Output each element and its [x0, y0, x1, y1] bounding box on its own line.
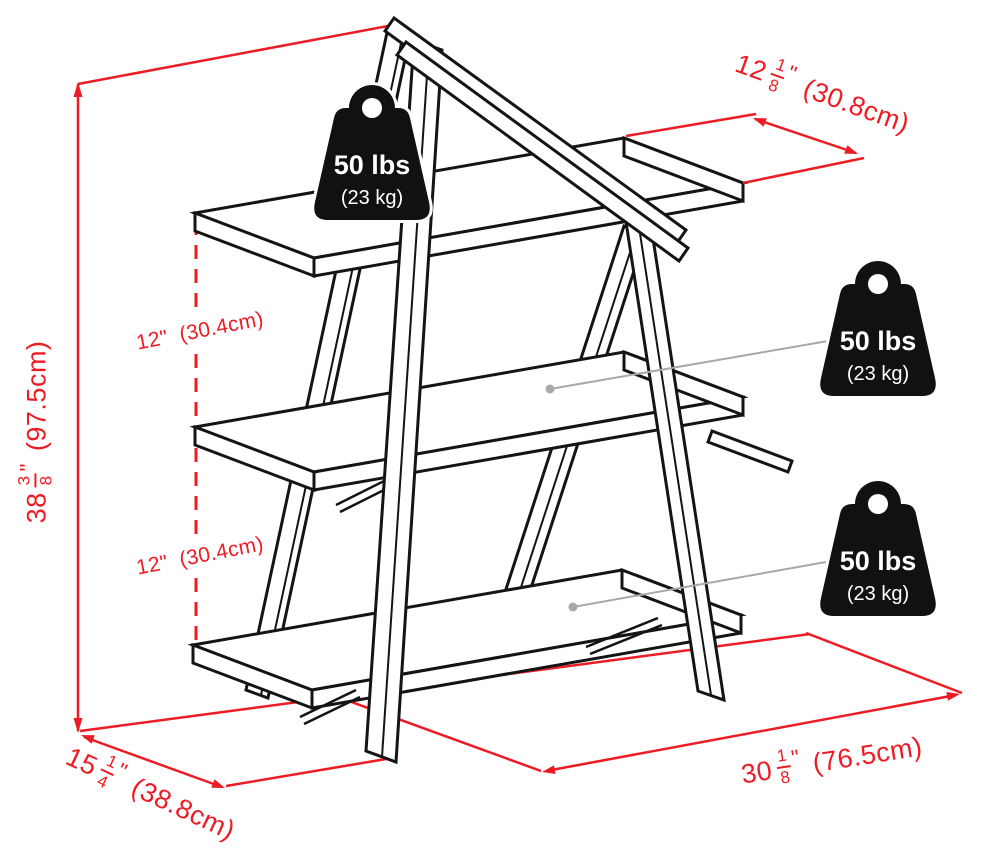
base-width-arrow-left	[542, 765, 556, 774]
weight-icon-shape	[311, 82, 433, 223]
height-arrow-up	[73, 82, 83, 97]
top-shelf-left-end	[193, 210, 316, 279]
base-width-arrow-right	[946, 692, 960, 701]
base-depth-dimension-line	[83, 735, 223, 789]
top-depth-dimension	[625, 112, 865, 185]
frame-braces	[299, 475, 663, 726]
base-depth-arrow-lower	[211, 779, 225, 788]
bottom-shelf-left-end	[191, 642, 314, 711]
weight-capacity-icon-3: 50 lbs (23 kg)	[817, 478, 939, 619]
top-depth-dimension-line	[754, 117, 857, 155]
top-depth-extension-front	[742, 156, 865, 185]
weight-icon-shape	[817, 258, 939, 399]
base-depth-dimension	[81, 735, 225, 789]
apex-beam	[382, 15, 691, 264]
left-brace-bottom	[299, 688, 361, 726]
base-width-dimension	[542, 692, 960, 774]
weight-metric: (23 kg)	[341, 187, 403, 209]
floor-right-edge-line	[805, 631, 963, 695]
weight-value: 50 lbs	[840, 326, 917, 356]
height-extension-line	[77, 24, 389, 86]
top-shelf-right-end	[622, 135, 745, 204]
height-metric: (97.5cm)	[21, 340, 52, 452]
weight-metric: (23 kg)	[847, 583, 909, 605]
base-depth-arrow-upper	[81, 735, 95, 744]
top-shelf	[189, 135, 749, 279]
weight-icon-hole	[868, 494, 888, 514]
right-brace-bottom	[585, 616, 663, 656]
leader-line-middle-shelf	[545, 340, 829, 394]
weight-value: 50 lbs	[334, 150, 411, 180]
height-arrow-down	[73, 718, 83, 733]
weight-icon-hole	[362, 98, 382, 118]
right-side-rail-middle	[706, 429, 794, 474]
height-whole: 38	[21, 492, 52, 524]
weight-icon-shape	[817, 478, 939, 619]
leader-dot-middle-shelf	[545, 384, 555, 394]
top-depth-extension-back	[625, 112, 757, 138]
floor-front-left-edge-line	[225, 756, 393, 788]
middle-shelf-left-end	[193, 424, 316, 493]
top-depth-arrow-left	[753, 118, 767, 127]
weight-value: 50 lbs	[840, 546, 917, 576]
weight-icon-hole	[868, 274, 888, 294]
top-depth-arrow-right	[844, 145, 858, 154]
base-width-dimension-line	[545, 693, 957, 773]
apex-beam-front-rail	[394, 39, 691, 264]
weight-metric: (23 kg)	[847, 363, 909, 385]
height-dimension-line	[76, 24, 389, 731]
weight-capacity-icon-2: 50 lbs (23 kg)	[817, 258, 939, 399]
base-width-whole: 30	[739, 754, 775, 790]
middle-shelf	[189, 349, 749, 493]
leader-dot-bottom-shelf	[568, 602, 578, 612]
leader-line-bottom-shelf	[568, 561, 827, 612]
weight-capacity-icon-1: 50 lbs (23 kg)	[311, 82, 433, 223]
height-dimension-arrows	[73, 82, 83, 733]
